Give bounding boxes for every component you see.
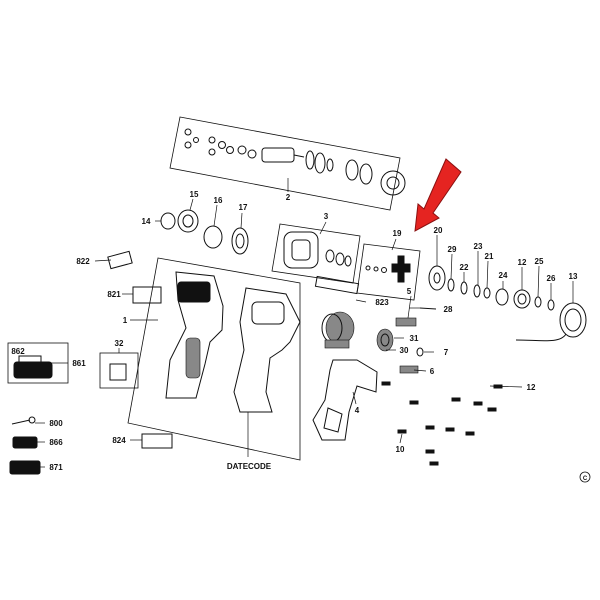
part-822-label <box>107 250 133 270</box>
callout-32: 32 <box>115 339 124 348</box>
callout-12-top: 12 <box>518 258 527 267</box>
callout-29: 29 <box>448 245 457 254</box>
datecode-label: DATECODE <box>227 462 272 471</box>
callout-821: 821 <box>107 290 121 299</box>
callout-13: 13 <box>569 272 578 281</box>
callout-15: 15 <box>190 190 199 199</box>
part-19-anvil-assembly <box>356 243 421 301</box>
part-motor <box>321 311 355 349</box>
screws-group <box>381 381 503 466</box>
part-31-fan <box>376 328 394 352</box>
callout-823: 823 <box>375 298 389 307</box>
part-25-spring <box>534 296 542 308</box>
part-7-washer <box>416 347 424 357</box>
part-6-switch <box>399 365 419 374</box>
highlight-arrow-icon <box>414 158 462 232</box>
callout-871: 871 <box>49 463 63 472</box>
part-23-ring <box>473 284 481 298</box>
callout-19: 19 <box>393 229 402 238</box>
copyright-mark: C <box>579 471 591 483</box>
part-29-ring <box>447 278 455 292</box>
callout-5: 5 <box>407 287 412 296</box>
callout-30: 30 <box>400 346 409 355</box>
callout-824: 824 <box>112 436 126 445</box>
callout-2: 2 <box>286 193 291 202</box>
callout-862: 862 <box>11 347 25 356</box>
callout-866: 866 <box>49 438 63 447</box>
callout-6: 6 <box>430 367 435 376</box>
callout-4: 4 <box>355 406 360 415</box>
callout-17: 17 <box>239 203 248 212</box>
callout-12: 12 <box>527 383 536 392</box>
part-32-frame <box>99 352 139 389</box>
callout-800: 800 <box>49 419 63 428</box>
part-21-ring <box>483 287 491 299</box>
part-823-label <box>314 275 360 295</box>
callout-21: 21 <box>485 252 494 261</box>
part-800-accessory <box>11 416 36 425</box>
copyright-letter: C <box>583 476 588 482</box>
part-13-light-ring <box>515 302 587 342</box>
callout-22: 22 <box>460 263 469 272</box>
part-17-nut <box>231 227 249 255</box>
callout-3: 3 <box>324 212 329 221</box>
part-862-battery-charger <box>13 355 53 379</box>
callout-labels: 2 14 15 16 17 3 19 20 29 22 23 21 24 12 … <box>11 190 578 472</box>
part-866-battery <box>12 436 38 449</box>
part-2-shaft-assembly <box>169 116 406 211</box>
callout-1: 1 <box>123 316 128 325</box>
part-3-gear-housing <box>271 223 361 284</box>
callout-16: 16 <box>214 196 223 205</box>
callout-28: 28 <box>444 305 453 314</box>
leader-lines <box>35 178 574 468</box>
part-4-electronics-module <box>312 359 378 441</box>
part-32-clip <box>109 363 127 381</box>
callout-14: 14 <box>142 217 151 226</box>
right-housing-half <box>233 287 301 413</box>
callout-23: 23 <box>474 242 483 251</box>
part-12-sleeve <box>513 289 531 309</box>
part-22-ring <box>460 281 468 295</box>
callout-861: 861 <box>72 359 86 368</box>
callout-20: 20 <box>434 226 443 235</box>
part-1-housing-frame <box>127 257 301 461</box>
callout-10: 10 <box>396 445 405 454</box>
part-821-label <box>132 286 162 304</box>
callout-24: 24 <box>499 271 508 280</box>
callout-26: 26 <box>547 274 556 283</box>
part-20-washer <box>428 265 446 291</box>
part-824-label <box>141 433 173 449</box>
part-5-trigger-contacts <box>395 317 417 327</box>
part-871-battery <box>9 460 41 475</box>
callout-822: 822 <box>76 257 90 266</box>
part-26-ring <box>547 299 555 311</box>
part-15-bearing <box>177 209 199 233</box>
part-28-pin <box>419 307 437 310</box>
callout-31: 31 <box>410 334 419 343</box>
part-16-oring <box>203 225 223 249</box>
left-housing-half <box>165 271 224 399</box>
part-14-ring <box>160 212 176 230</box>
callout-7: 7 <box>444 348 449 357</box>
callout-25: 25 <box>535 257 544 266</box>
part-24-bushing <box>495 288 509 306</box>
